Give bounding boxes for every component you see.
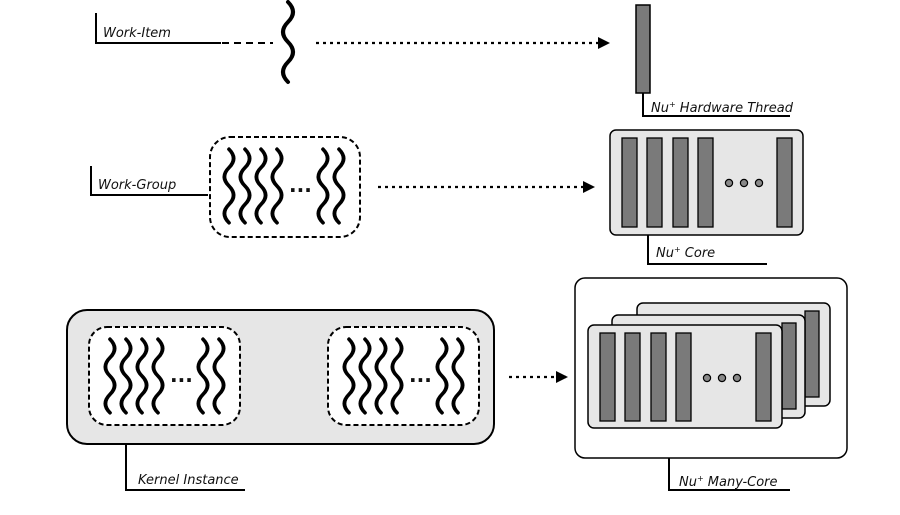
many-core-label: Nu+ Many-Core — [668, 458, 790, 491]
core-thread-bar — [646, 137, 663, 228]
core-label-text: Nu+ Core — [656, 245, 715, 261]
many-core-thread-bar — [675, 332, 692, 422]
many-core-label-bracket — [668, 458, 790, 491]
work-item-label-bracket — [95, 13, 221, 44]
kernel-instance-label-text: Kernel Instance — [138, 473, 239, 488]
work-group-label-bracket — [90, 166, 208, 196]
kernel-work-group-box: ... — [327, 326, 480, 426]
kernel-work-group-box: ... — [88, 326, 241, 426]
kernel-ellipsis: ... — [170, 363, 193, 387]
many-core-thread-bar — [650, 332, 667, 422]
kernel-work-group-dashed-border — [327, 326, 480, 426]
many-core-thread-bar — [624, 332, 641, 422]
core-thread-bar — [697, 137, 714, 228]
hardware-thread-label: Nu+ Hardware Thread — [642, 93, 794, 117]
many-core-label-text: Nu+ Many-Core — [679, 474, 778, 490]
three-dots-icon — [702, 373, 742, 383]
many-core-front-core — [587, 324, 783, 429]
hardware-thread-label-bracket — [642, 93, 790, 117]
work-group-ellipsis: ... — [289, 173, 312, 197]
core-thread-bar — [672, 137, 689, 228]
three-dots-icon — [724, 178, 764, 188]
core-thread-bar — [621, 137, 638, 228]
many-core-thread-bar — [755, 332, 772, 422]
core-label-bracket — [647, 235, 767, 265]
many-core-box — [574, 277, 848, 459]
many-core-thread-bar — [599, 332, 616, 422]
hardware-thread-bar — [635, 4, 651, 94]
kernel-instance-box: ... ... — [66, 309, 495, 445]
work-item-thread-icon — [283, 2, 293, 82]
core-box — [609, 129, 804, 236]
work-group-box: ... — [209, 136, 361, 238]
kernel-instance-label-bracket — [125, 444, 245, 491]
kernel-work-group-dashed-border — [88, 326, 241, 426]
hardware-thread-label-text: Nu+ Hardware Thread — [651, 100, 794, 116]
kernel-instance-label: Kernel Instance — [125, 444, 245, 491]
kernel-ellipsis: ... — [409, 363, 432, 387]
work-item-label: Work-Item — [95, 13, 221, 44]
work-item-label-text: Work-Item — [103, 26, 171, 41]
work-group-label-text: Work-Group — [98, 178, 176, 193]
work-group-label: Work-Group — [90, 166, 208, 196]
core-label: Nu+ Core — [647, 235, 767, 265]
core-thread-bar — [776, 137, 793, 228]
